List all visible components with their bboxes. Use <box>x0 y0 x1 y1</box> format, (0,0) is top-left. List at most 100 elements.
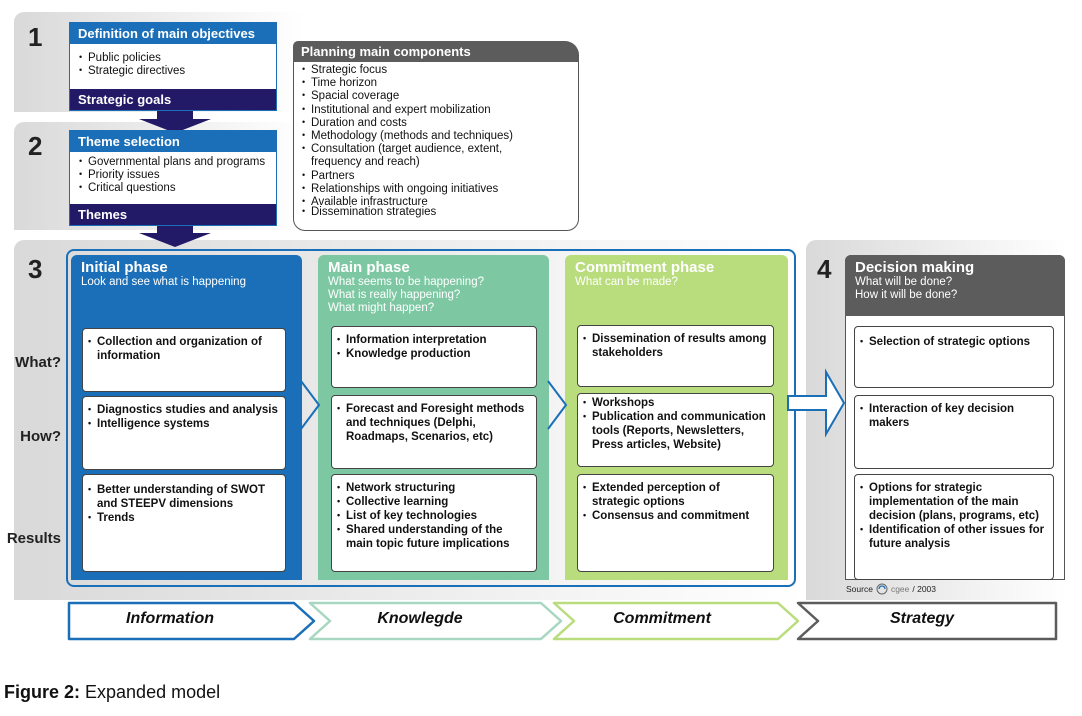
row-label-results: Results <box>6 530 61 547</box>
bottom-label-commitment: Commitment <box>613 610 711 627</box>
objectives-title: Definition of main objectives <box>70 23 276 44</box>
theme-list: Governmental plans and programs Priority… <box>70 152 276 199</box>
objectives-footer: Strategic goals <box>70 89 276 110</box>
list-item: Dissemination of results among stakehold… <box>582 331 769 360</box>
list-item: Diagnostics studies and analysis <box>87 402 281 417</box>
decision-phase-subtitle: What will be done? <box>855 276 953 288</box>
list-item: Dissemination strategies <box>301 205 571 219</box>
list-item: Institutional and expert mobilization <box>301 103 571 117</box>
list-item: Better understanding of SWOT and STEEPV … <box>87 482 281 511</box>
list-item: Public policies <box>78 51 270 65</box>
list-item: Priority issues <box>78 168 272 182</box>
initial-phase-title: Initial phase <box>81 259 168 276</box>
list-item: Time horizon <box>301 76 571 90</box>
list-item: Options for strategic implementation of … <box>859 480 1049 523</box>
main-phase-subtitle: What might happen? <box>328 302 435 314</box>
main-results-cell: Network structuring Collective learning … <box>331 474 537 572</box>
bottom-chevrons <box>67 601 1058 641</box>
main-phase-subtitle: What seems to be happening? <box>328 276 484 288</box>
list-item: List of key technologies <box>336 508 532 523</box>
theme-box: Theme selection Governmental plans and p… <box>69 130 277 226</box>
list-item: Collective learning <box>336 494 532 509</box>
list-item: Strategic focus <box>301 63 571 77</box>
planning-title: Planning main components <box>293 41 579 62</box>
decision-what-cell: Selection of strategic options <box>854 326 1054 388</box>
planning-box: Planning main components Strategic focus… <box>293 41 579 231</box>
decision-phase-subtitle: How it will be done? <box>855 289 958 301</box>
bottom-label-information: Information <box>126 610 214 627</box>
list-item: Methodology (methods and techniques) <box>301 129 571 143</box>
objectives-box: Definition of main objectives Public pol… <box>69 22 277 111</box>
flow-arrow-icon <box>300 380 321 430</box>
list-item: Duration and costs <box>301 116 571 130</box>
main-what-cell: Information interpretation Knowledge pro… <box>331 326 537 388</box>
chevron-strategy <box>796 601 1058 641</box>
commitment-how-cell: Workshops Publication and communication … <box>577 393 774 467</box>
list-item: Trends <box>87 510 281 525</box>
list-item: Knowledge production <box>336 346 532 361</box>
list-item: Spacial coverage <box>301 89 571 103</box>
list-item: Consensus and commitment <box>582 508 769 523</box>
list-item: Extended perception of strategic options <box>582 480 769 509</box>
main-phase-subtitle: What is really happening? <box>328 289 461 301</box>
list-item: Identification of other issues for futur… <box>859 522 1049 551</box>
commitment-results-cell: Extended perception of strategic options… <box>577 474 774 572</box>
list-item: Partners <box>301 169 571 183</box>
list-item: Selection of strategic options <box>859 334 1049 349</box>
list-item: Relationships with ongoing initiatives <box>301 182 571 196</box>
list-item: Shared understanding of the main topic f… <box>336 522 532 551</box>
step-number-4: 4 <box>817 254 832 284</box>
initial-how-cell: Diagnostics studies and analysis Intelli… <box>82 396 286 470</box>
commitment-what-cell: Dissemination of results among stakehold… <box>577 325 774 387</box>
row-label-how: How? <box>20 428 61 445</box>
list-item: Workshops <box>582 395 769 410</box>
list-item: Governmental plans and programs <box>78 155 272 169</box>
main-phase-title: Main phase <box>328 259 410 276</box>
list-item: Critical questions <box>78 181 272 195</box>
source-note: Source cgee / 2003 <box>846 583 936 595</box>
initial-what-cell: Collection and organization of informati… <box>82 328 286 392</box>
list-item: Strategic directives <box>78 64 270 78</box>
figure-caption: Figure 2: Expanded model <box>4 682 220 703</box>
list-item: Consultation (target audience, extent, f… <box>301 142 571 169</box>
list-item: Available infrastructure <box>301 195 571 209</box>
list-item: Network structuring <box>336 480 532 495</box>
chevron-commitment <box>552 601 800 641</box>
down-arrow-icon <box>139 223 211 247</box>
down-arrow-icon <box>139 109 211 133</box>
commitment-phase-subtitle: What can be made? <box>575 276 678 288</box>
step-number-2: 2 <box>28 131 43 161</box>
source-org: cgee <box>890 584 910 594</box>
bottom-label-knowledge: Knowlegde <box>377 610 463 627</box>
initial-results-cell: Better understanding of SWOT and STEEPV … <box>82 474 286 572</box>
list-item: Collection and organization of informati… <box>87 334 281 363</box>
cgee-logo-icon <box>876 583 888 595</box>
source-label: Source <box>846 584 873 594</box>
decision-how-cell: Interaction of key decision makers <box>854 395 1054 469</box>
theme-footer: Themes <box>70 204 276 225</box>
chevron-knowledge <box>308 601 563 641</box>
decision-phase-title: Decision making <box>855 259 975 276</box>
source-year: / 2003 <box>912 584 937 594</box>
list-item: Information interpretation <box>336 332 532 347</box>
row-label-what: What? <box>15 354 61 371</box>
objectives-list: Public policies Strategic directives <box>70 44 276 82</box>
flow-arrow-icon <box>547 380 568 430</box>
step-number-3: 3 <box>28 254 43 284</box>
planning-list: Strategic focus Time horizon Spacial cov… <box>301 63 571 219</box>
list-item: Forecast and Foresight methods and techn… <box>336 401 532 444</box>
list-item: Interaction of key decision makers <box>859 401 1049 430</box>
list-item: Intelligence systems <box>87 416 281 431</box>
commitment-phase-title: Commitment phase <box>575 259 715 276</box>
chevron-information <box>67 601 316 641</box>
phases-frame <box>66 249 796 587</box>
flow-arrow-icon <box>787 368 846 438</box>
caption-label: Figure 2: <box>4 682 81 702</box>
step-number-1: 1 <box>28 22 43 52</box>
initial-phase-subtitle: Look and see what is happening <box>81 276 246 288</box>
decision-results-cell: Options for strategic implementation of … <box>854 474 1054 580</box>
list-item: Publication and communication tools (Rep… <box>582 409 769 452</box>
main-how-cell: Forecast and Foresight methods and techn… <box>331 395 537 469</box>
bottom-label-strategy: Strategy <box>889 610 955 627</box>
theme-title: Theme selection <box>70 131 276 152</box>
